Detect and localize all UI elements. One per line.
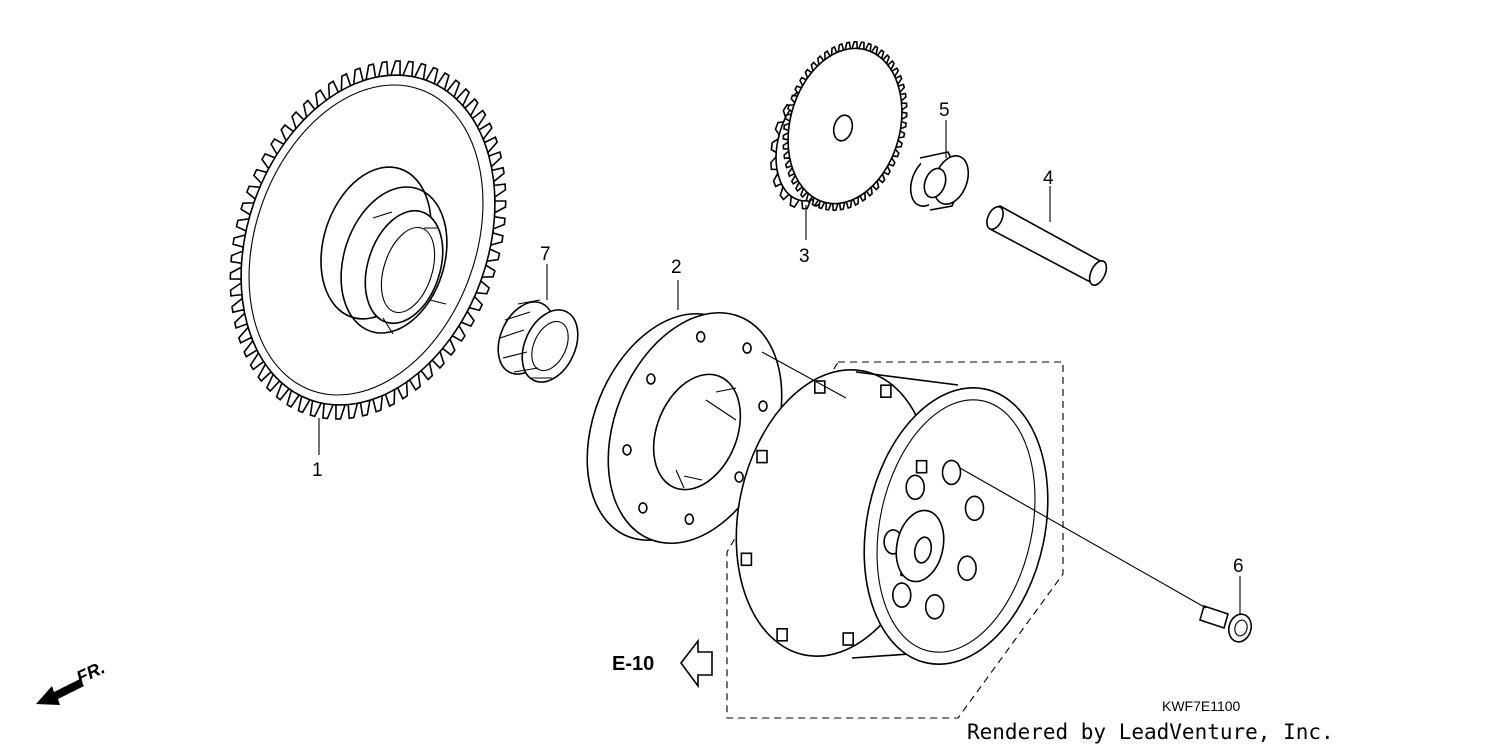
starter-driven-gear[interactable] xyxy=(197,39,539,441)
reference-label: E-10 xyxy=(612,653,654,675)
callout-7: 7 xyxy=(540,244,551,265)
collar[interactable] xyxy=(904,151,974,211)
callout-6: 6 xyxy=(1233,556,1244,577)
callout-1: 1 xyxy=(312,460,323,481)
needle-bearing[interactable] xyxy=(487,293,588,391)
flange-bolt[interactable] xyxy=(1199,604,1254,644)
reference-e10[interactable]: E-10 xyxy=(612,638,713,689)
front-indicator: FR. xyxy=(36,657,108,705)
front-arrow-icon xyxy=(36,679,84,705)
flywheel-assembly[interactable] xyxy=(711,351,1072,719)
callout-5: 5 xyxy=(939,100,950,121)
starter-clutch-outer[interactable] xyxy=(555,287,814,569)
callout-4: 4 xyxy=(1043,168,1054,189)
drawing-code: KWF7E1100 xyxy=(1162,698,1241,714)
hollow-arrow-icon xyxy=(679,638,713,689)
leader-lines xyxy=(318,120,1241,615)
callout-3: 3 xyxy=(799,246,810,267)
credit-text: Rendered by LeadVenture, Inc. xyxy=(967,720,1334,744)
starter-reduction-gear[interactable] xyxy=(764,35,918,216)
reduction-gear-shaft[interactable] xyxy=(984,204,1110,288)
callout-2: 2 xyxy=(671,257,682,278)
